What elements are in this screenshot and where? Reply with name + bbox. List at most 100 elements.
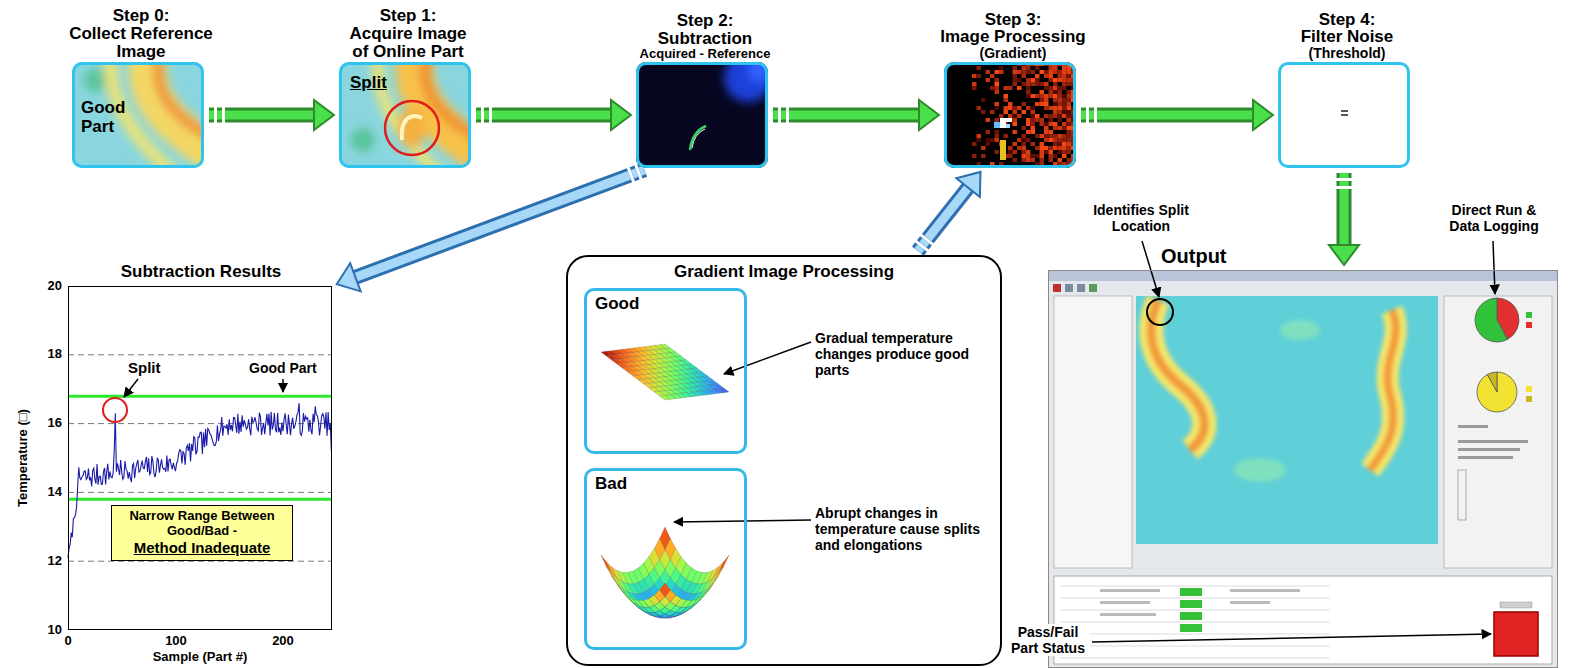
software-screenshot (1500, 602, 1532, 608)
software-screenshot (1370, 310, 1396, 470)
gradient-noise (1040, 102, 1045, 106)
gradient-noise (1017, 86, 1022, 90)
gradient-noise (1031, 94, 1036, 98)
gradient-noise (1053, 82, 1058, 86)
flow-arrow (1329, 245, 1359, 265)
gradient-noise (1035, 82, 1040, 86)
callout-label: Direct Run & Data Logging (1435, 202, 1553, 234)
gradient-noise (1040, 98, 1045, 102)
gradient-noise (1049, 134, 1054, 138)
chart-title: Subtraction Results (69, 263, 333, 281)
detail-arrow (918, 186, 969, 251)
gradient-noise (1049, 154, 1054, 158)
gradient-noise (1022, 74, 1027, 78)
gradient-noise (1008, 106, 1013, 110)
pie-chart (1487, 372, 1497, 392)
node-heading: Output (1161, 246, 1271, 267)
gradient-noise (1013, 70, 1018, 74)
step-title: Acquire Image of Online Part (341, 25, 476, 61)
gradient-noise (1017, 114, 1022, 118)
software-screenshot (1370, 310, 1396, 470)
gradient-noise (1062, 150, 1067, 154)
chart-annotation: Split (126, 359, 163, 376)
flow-arrow (209, 108, 316, 123)
gradient-noise (1067, 142, 1072, 146)
gradient-noise (1013, 150, 1018, 154)
software-screenshot (1147, 299, 1396, 482)
gradient-noise (1062, 70, 1067, 74)
gradient-noise (1035, 78, 1040, 82)
leader-line (124, 241, 1495, 642)
gradient-noise (1035, 134, 1040, 138)
gradient-noise (1053, 110, 1058, 114)
gradient-noise (1058, 102, 1063, 106)
gradient-noise (1004, 94, 1009, 98)
gradient-noise (981, 98, 986, 102)
gradient-noise (995, 118, 1000, 122)
gradient-noise (1013, 130, 1018, 134)
bowl-surface (708, 573, 719, 588)
gradient-noise (999, 114, 1004, 118)
thermal-image (398, 108, 426, 148)
step-image-box: Step 3:Image Processing(Gradient) (944, 62, 1076, 168)
detail-arrow (354, 170, 645, 278)
gradient-noise (995, 78, 1000, 82)
step-image-box: Step 0:Collect Reference ImageGood Part (72, 62, 204, 168)
gradient-noise (1040, 134, 1045, 138)
axis-tick: 14 (30, 485, 62, 500)
gradient-noise (1062, 74, 1067, 78)
gradient-noise (981, 154, 986, 158)
gradient-noise (1058, 90, 1063, 94)
gradient-noise (1035, 118, 1040, 122)
gradient-noise (1049, 74, 1054, 78)
gradient-noise (1058, 106, 1063, 110)
axis-tick: 12 (30, 554, 62, 569)
gradient-noise (1067, 70, 1072, 74)
gradient-noise (1067, 118, 1072, 122)
node-heading: Step 0:Collect Reference Image (46, 7, 236, 61)
gradient-noise (1049, 78, 1054, 82)
gradient-noise (1058, 70, 1063, 74)
gradient-noise (1022, 158, 1027, 162)
subtraction-image (690, 126, 706, 150)
node-heading: Step 1:Acquire Image of Online Part (341, 7, 476, 61)
gradient-noise (1031, 142, 1036, 146)
gradient-noise (1053, 114, 1058, 118)
software-screenshot (1444, 296, 1552, 568)
gradient-noise (1035, 102, 1040, 106)
gradient-noise (1040, 158, 1045, 162)
gradient-noise (1053, 70, 1058, 74)
gradient-noise (1062, 98, 1067, 102)
gradient-noise (1067, 150, 1072, 154)
gradient-noise (1026, 94, 1031, 98)
bowl-surface (713, 567, 724, 584)
gradient-noise (1040, 90, 1045, 94)
gradient-noise (1049, 106, 1054, 110)
callout-label: Identifies Split Location (1082, 202, 1200, 234)
gradient-noise (1040, 146, 1045, 150)
leader-line (1142, 241, 1159, 297)
gradient-noise (990, 86, 995, 90)
software-screenshot (1100, 613, 1156, 616)
chart-annotation: Good Part (247, 360, 319, 376)
bowl-surface (612, 573, 623, 588)
gradient-noise (1062, 86, 1067, 90)
gradient-noise (1053, 106, 1058, 110)
gradient-noise (1031, 154, 1036, 158)
flow-arrow (611, 100, 631, 130)
gradient-noise (1044, 102, 1049, 106)
node-heading: Step 4:Filter Noise(Threshold) (1252, 11, 1442, 61)
gradient-noise (1004, 106, 1009, 110)
gradient-noise (1035, 94, 1040, 98)
gradient-image (1000, 118, 1006, 128)
gradient-noise (1026, 130, 1031, 134)
gradient-noise (995, 90, 1000, 94)
leader-line (282, 379, 284, 392)
gradient-noise (1053, 126, 1058, 130)
gradient-noise (1053, 142, 1058, 146)
gradient-noise (972, 62, 1076, 168)
gradient-noise (1035, 154, 1040, 158)
subtraction-image (692, 129, 705, 148)
gradient-noise (1008, 102, 1013, 106)
